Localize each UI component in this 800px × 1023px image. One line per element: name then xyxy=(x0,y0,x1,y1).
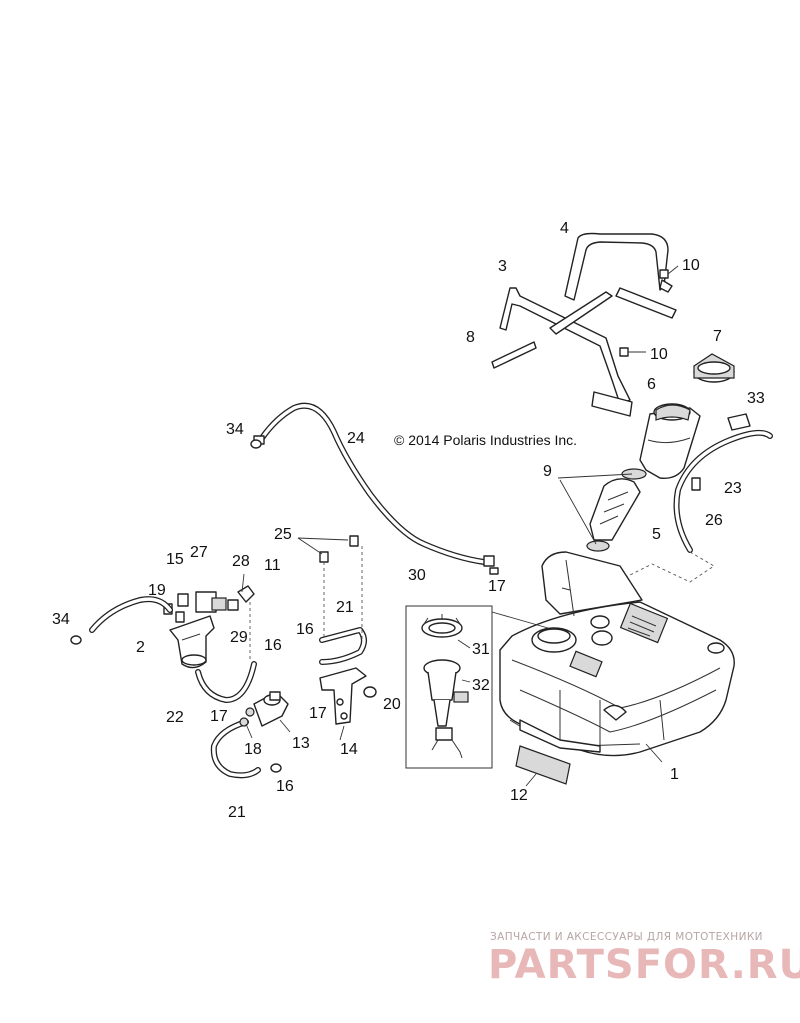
callout-17-pump: 17 xyxy=(210,708,228,725)
fitting-15 xyxy=(177,593,189,607)
callout-26: 26 xyxy=(705,512,723,529)
callout-9: 9 xyxy=(543,463,552,480)
callout-1: 1 xyxy=(670,766,679,783)
callout-18: 18 xyxy=(244,741,262,758)
callout-13: 13 xyxy=(292,735,310,752)
callout-25: 25 xyxy=(274,526,292,543)
callout-32: 32 xyxy=(472,677,490,694)
callout-17-upper: 17 xyxy=(488,578,506,595)
callout-16-filter: 16 xyxy=(264,637,282,654)
callout-12: 12 xyxy=(510,787,528,804)
bracket-bolts xyxy=(297,535,363,640)
callout-17-bracket: 17 xyxy=(309,705,327,722)
strap-pad xyxy=(491,341,537,369)
vent-routing-dashes xyxy=(615,551,715,583)
watermark-brand: PARTSFOR.RU xyxy=(488,942,800,988)
callout-34-left: 34 xyxy=(52,611,70,628)
callout-11: 11 xyxy=(264,557,281,574)
leader-9 xyxy=(557,473,633,545)
bolt-10-lower xyxy=(619,347,646,357)
clamps-18 xyxy=(239,707,255,727)
nut-20 xyxy=(363,686,377,698)
callout-22: 22 xyxy=(166,709,184,726)
callout-8: 8 xyxy=(466,329,475,346)
fuel-fitting-block xyxy=(195,591,239,613)
callout-27: 27 xyxy=(190,544,208,561)
callout-4: 4 xyxy=(560,220,569,237)
hose-clamp-lower xyxy=(586,540,610,552)
callout-28: 28 xyxy=(232,553,250,570)
vent-hose xyxy=(673,429,773,553)
callout-31: 31 xyxy=(472,641,490,658)
fuel-line-34 xyxy=(89,596,173,633)
fitting-28 xyxy=(237,585,255,603)
hose-clamp-upper xyxy=(621,468,647,480)
callout-33: 33 xyxy=(747,390,765,407)
watermark-tagline: ЗАПЧАСТИ И АКСЕССУАРЫ ДЛЯ МОТОТЕХНИКИ xyxy=(490,931,763,943)
callout-16-bracket: 16 xyxy=(296,621,314,638)
tank-strap-lower xyxy=(499,287,633,417)
fuel-cap xyxy=(693,353,735,383)
cap-34-upper xyxy=(250,439,262,449)
callout-14: 14 xyxy=(340,741,358,758)
cap-16-lower xyxy=(270,763,282,773)
callout-24: 24 xyxy=(347,430,365,447)
inline-fuel-pump xyxy=(253,691,289,727)
filler-hose xyxy=(589,478,641,541)
callout-7: 7 xyxy=(713,328,722,345)
callout-10-lower: 10 xyxy=(650,346,668,363)
tank-strap-upper xyxy=(564,232,677,319)
pump-lock-ring xyxy=(421,614,463,638)
callout-23: 23 xyxy=(724,480,742,497)
callout-15: 15 xyxy=(166,551,184,568)
callout-29: 29 xyxy=(230,629,248,646)
mount-bracket xyxy=(319,667,367,725)
vent-fitting xyxy=(691,477,701,491)
fuel-tank xyxy=(499,551,735,757)
callout-20: 20 xyxy=(383,696,401,713)
copyright-text: © 2014 Polaris Industries Inc. xyxy=(394,432,577,448)
cap-34-left xyxy=(70,635,82,645)
callout-5: 5 xyxy=(652,526,661,543)
callout-6: 6 xyxy=(647,376,656,393)
callout-19: 19 xyxy=(148,582,166,599)
tank-decal xyxy=(515,745,571,785)
callout-21-lower: 21 xyxy=(228,804,246,821)
clamp-17-upper xyxy=(489,567,499,575)
filler-neck xyxy=(639,403,701,479)
caution-label xyxy=(727,413,751,431)
hose-loop-21-upper xyxy=(319,627,367,665)
fuel-hose-22 xyxy=(195,661,257,703)
callout-16-lower: 16 xyxy=(276,778,294,795)
fuel-filter xyxy=(169,615,215,669)
callout-21-upper: 21 xyxy=(336,599,354,616)
hose-21-lower xyxy=(210,719,261,779)
callout-10-upper: 10 xyxy=(682,257,700,274)
callout-2: 2 xyxy=(136,639,145,656)
fuel-pump-module xyxy=(423,659,469,759)
bolt-10-upper xyxy=(659,265,679,279)
callout-30: 30 xyxy=(408,567,426,584)
callout-34-upper: 34 xyxy=(226,421,244,438)
callout-3: 3 xyxy=(498,258,507,275)
